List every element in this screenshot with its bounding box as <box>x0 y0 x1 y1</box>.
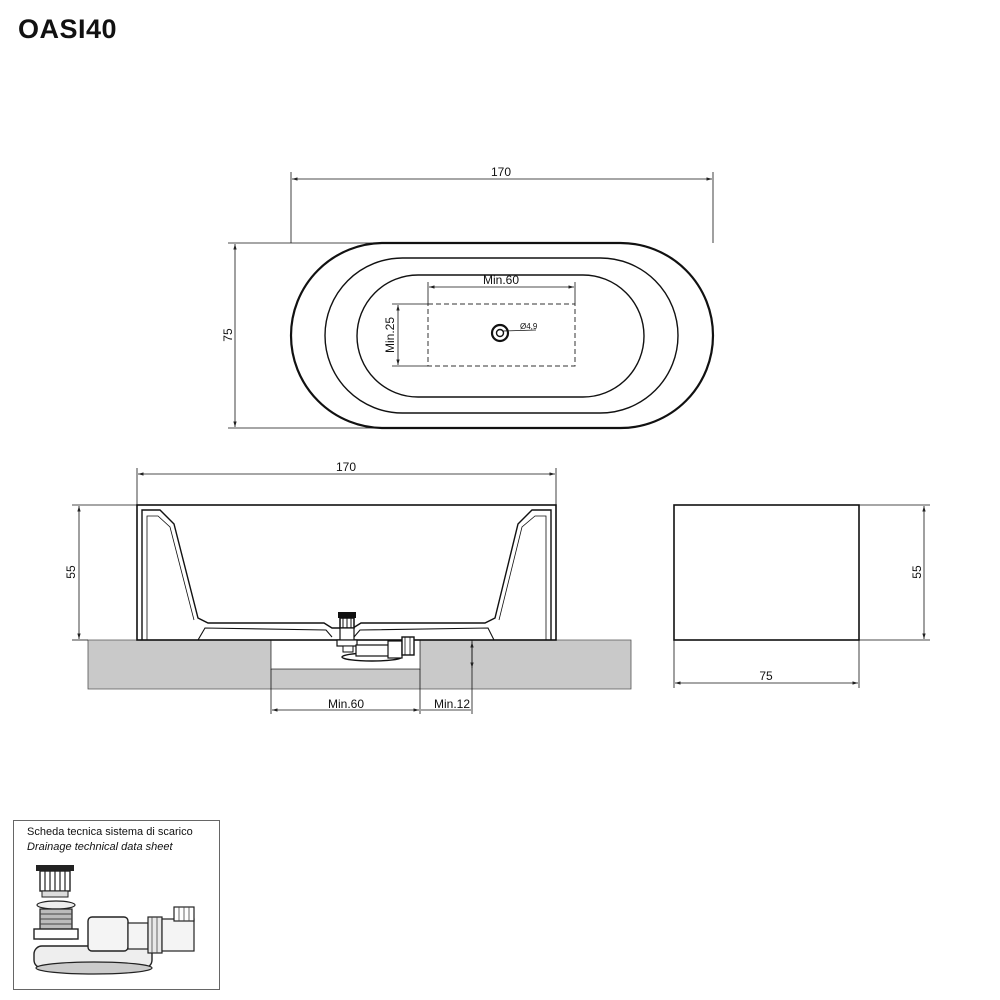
front-width-label: 170 <box>336 460 356 474</box>
tub-basin <box>356 274 645 398</box>
tub-outer-rim <box>289 241 715 430</box>
top-view: Ø4,9 170 75 Min.60 Min.25 <box>221 165 715 430</box>
drainage-title-en: Drainage technical data sheet <box>27 841 173 853</box>
tub-side-outline <box>673 504 860 641</box>
side-height-label: 55 <box>910 565 924 579</box>
front-height-label: 55 <box>64 565 78 579</box>
drainage-title-it: Scheda tecnica sistema di scarico <box>27 826 193 838</box>
front-opening-label: Min.60 <box>328 697 364 711</box>
product-title: OASI40 <box>18 14 118 44</box>
top-width-label: 170 <box>491 165 511 179</box>
drainage-system-illustration <box>33 865 195 975</box>
side-depth-label: 75 <box>759 669 773 683</box>
tub-inner-rim <box>324 257 679 414</box>
drainage-info-box: Scheda tecnica sistema di scarico Draina… <box>13 820 220 990</box>
front-offset-label: Min.12 <box>434 697 470 711</box>
drain-zone <box>427 303 576 367</box>
top-zone-height-label: Min.25 <box>383 317 397 353</box>
drain-diameter-label: Ø4,9 <box>520 322 538 331</box>
drain-assembly <box>336 612 415 662</box>
top-depth-label: 75 <box>221 328 235 342</box>
top-zone-width-label: Min.60 <box>483 273 519 287</box>
drain-hole <box>490 323 510 343</box>
front-view: 170 55 Min.60 Min.12 <box>64 460 632 714</box>
side-view: 55 75 <box>673 504 930 688</box>
